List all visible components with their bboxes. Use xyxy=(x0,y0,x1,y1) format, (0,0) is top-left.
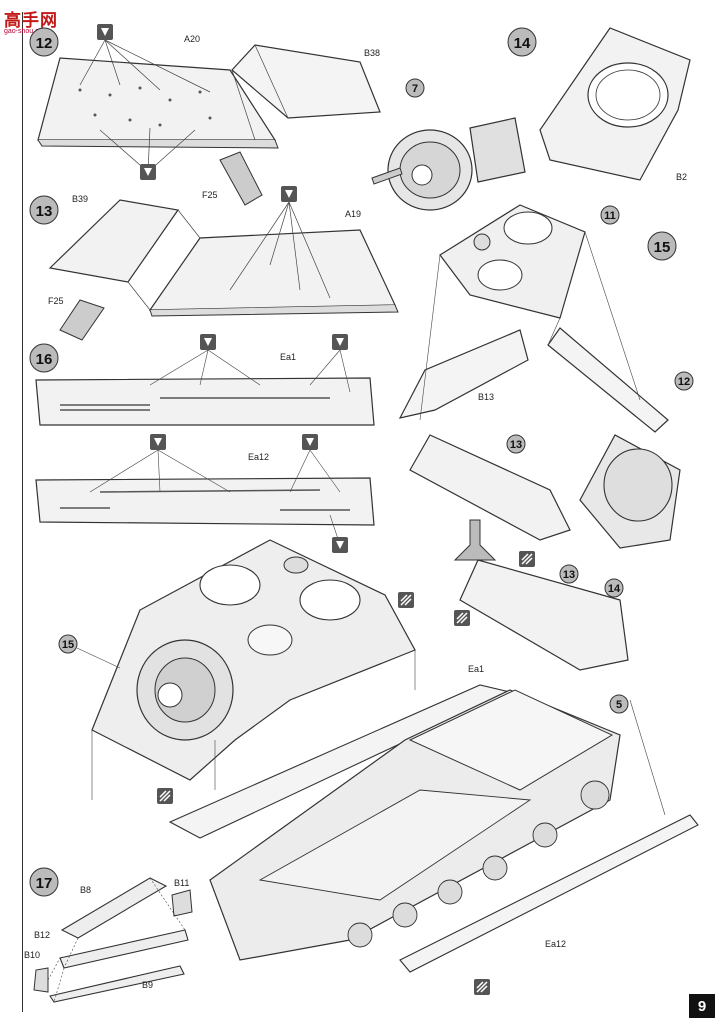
glue-icon-16e xyxy=(332,537,348,553)
part-b9 xyxy=(49,965,185,1003)
suspension-units xyxy=(347,780,610,948)
part-f25-lower xyxy=(59,299,105,341)
callout-11-badge xyxy=(600,205,620,225)
callout-15-badge xyxy=(58,634,78,654)
callout-13b-badge xyxy=(559,564,579,584)
glue-icon-16d xyxy=(302,434,318,450)
watermark-logo: 高手网 gao-shou.com xyxy=(4,6,58,35)
step-12-group: 12 A20 B38 F25 xyxy=(29,24,381,206)
part-b11 xyxy=(171,889,193,917)
plate-b38 xyxy=(231,44,381,119)
callout-13a: 13 xyxy=(510,439,522,451)
label-b8: B8 xyxy=(80,885,91,895)
callout-14-badge xyxy=(604,578,624,598)
part-f25-upper xyxy=(219,151,263,206)
fender-ea12-placed xyxy=(399,814,699,973)
paint-icon-15a xyxy=(518,550,536,568)
page-number: 9 xyxy=(689,994,715,1018)
callout-11: 11 xyxy=(604,210,616,222)
label-b38: B38 xyxy=(364,48,380,58)
glue-icon-12a xyxy=(97,24,113,40)
label-ea12-upper: Ea12 xyxy=(248,452,269,462)
step-17-group: 17 B8 B11 B12 B10 B9 xyxy=(24,867,193,1003)
step-13-number: 13 xyxy=(36,203,53,220)
fender-ea1 xyxy=(35,377,375,426)
callout-15: 15 xyxy=(62,639,74,651)
label-f25-lower: F25 xyxy=(48,296,64,306)
label-a19: A19 xyxy=(345,209,361,219)
paint-icon-hull-a xyxy=(397,591,415,609)
step-15-group: 15 11 B13 13 12 14 13 xyxy=(398,204,694,671)
callout-12: 12 xyxy=(678,376,690,388)
callout-7: 7 xyxy=(412,83,418,95)
step-15-badge xyxy=(647,231,677,261)
step-15-number: 15 xyxy=(654,239,671,256)
label-b2: B2 xyxy=(676,172,687,182)
label-f25-upper: F25 xyxy=(202,190,218,200)
paint-icon-hull-c xyxy=(473,978,491,996)
label-a20: A20 xyxy=(184,34,200,44)
step-14-number: 14 xyxy=(514,35,531,52)
step-12-number: 12 xyxy=(36,35,53,52)
side-plate-13-lower xyxy=(459,559,629,671)
plate-b39 xyxy=(48,199,180,283)
label-ea12-lower: Ea12 xyxy=(545,939,566,949)
glue-icon-16c xyxy=(150,434,166,450)
assembly-arrow-icon xyxy=(453,519,497,561)
step-16-number: 16 xyxy=(36,351,53,368)
step-17-number: 17 xyxy=(36,875,53,892)
glue-icon-16b xyxy=(332,334,348,350)
part-b10 xyxy=(33,967,49,993)
glue-icon-13 xyxy=(281,186,297,202)
plate-a19 xyxy=(148,229,396,311)
side-plate-right xyxy=(547,327,669,433)
callout-5: 5 xyxy=(616,699,622,711)
glue-icon-16a xyxy=(200,334,216,350)
step-13-badge xyxy=(29,195,59,225)
step-12-badge xyxy=(29,27,59,57)
callout-14: 14 xyxy=(608,583,621,595)
fender-ea12 xyxy=(35,477,375,526)
callout-5-badge xyxy=(609,694,629,714)
label-b10: B10 xyxy=(24,950,40,960)
callout-12-badge xyxy=(674,371,694,391)
glue-icon-12b xyxy=(140,164,156,180)
part-b8 xyxy=(60,877,168,939)
gun-mantlet-assembly xyxy=(371,117,526,211)
page-frame xyxy=(22,12,709,1012)
step-14-badge xyxy=(507,27,537,57)
callout-13b: 13 xyxy=(563,569,575,581)
side-plate-13 xyxy=(409,434,571,541)
paint-icon-15b xyxy=(453,609,471,627)
label-b11: B11 xyxy=(174,878,189,888)
step-16-badge xyxy=(29,343,59,373)
label-b13: B13 xyxy=(478,392,494,402)
label-b39: B39 xyxy=(72,194,88,204)
step-14-group: 14 7 B2 xyxy=(371,27,691,211)
step-17-badge xyxy=(29,867,59,897)
watermark-text: 高手网 xyxy=(4,11,58,30)
callout-13a-badge xyxy=(506,434,526,454)
step-13-group: 13 B39 A19 F25 xyxy=(29,186,399,341)
side-plate-b13 xyxy=(398,329,529,419)
callout-7-badge xyxy=(405,78,425,98)
step-16-group: 16 Ea1 Ea12 xyxy=(29,334,375,553)
label-ea1-upper: Ea1 xyxy=(280,352,296,362)
paint-icon-hull-b xyxy=(156,787,174,805)
main-hull-assembly: 15 Ea1 5 Ea12 xyxy=(58,539,699,996)
label-ea1-lower: Ea1 xyxy=(468,664,484,674)
watermark-url: gao-shou.com xyxy=(4,28,49,35)
label-b9: B9 xyxy=(142,980,153,990)
label-b12: B12 xyxy=(34,930,50,940)
part-b12 xyxy=(59,929,189,969)
